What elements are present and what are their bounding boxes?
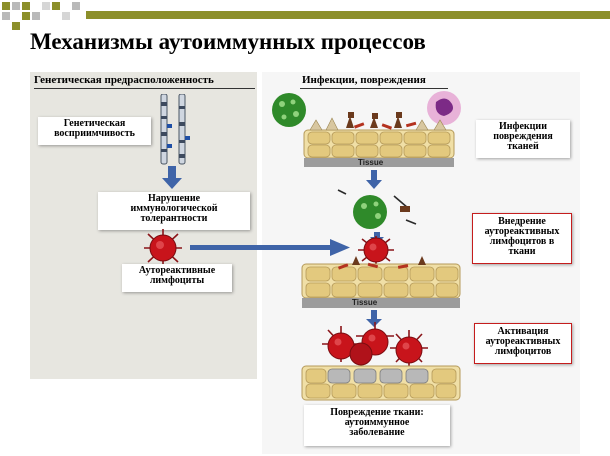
right-header-underline (300, 88, 448, 89)
box-line: аутореактивных (484, 226, 560, 237)
box-line: Инфекции (499, 121, 547, 132)
decor-square (12, 2, 20, 10)
decor-square (32, 12, 40, 20)
box-line: Нарушение (147, 193, 201, 204)
box-line: Генетическая (63, 118, 126, 129)
decor-square (22, 2, 30, 10)
decor-square (22, 12, 30, 20)
right-panel-header: Инфекции, повреждения (302, 74, 426, 86)
decor-square (42, 2, 50, 10)
autoreactive-lymphocytes-box: Аутореактивные лимфоциты (122, 264, 232, 292)
lymphocyte-infiltration-illustration (301, 236, 461, 308)
decor-square (12, 22, 20, 30)
box-line: Активация (497, 326, 549, 337)
decor-square (52, 2, 60, 10)
box-line: Внедрение (498, 216, 546, 227)
arrow-down-icon (366, 310, 382, 327)
arrow-down-icon (162, 166, 182, 189)
activated-lymphocytes-illustration (301, 322, 461, 401)
box-line: аутореактивных (485, 336, 561, 347)
autoreactive-lymphocyte-icon (144, 229, 182, 267)
box-line: тканей (507, 141, 539, 152)
decor-square (72, 2, 80, 10)
genetic-susceptibility-box: Генетическая восприимчивость (38, 117, 151, 145)
box-line: восприимчивость (54, 128, 135, 139)
box-line: повреждения (493, 131, 553, 142)
box-line: Аутореактивные (138, 265, 216, 276)
arrow-down-icon (366, 170, 382, 189)
activation-box: Активация аутореактивных лимфоцитов (474, 323, 572, 364)
decor-square (2, 12, 10, 20)
left-header-underline (34, 88, 255, 89)
decor-square (62, 12, 70, 20)
introduction-box: Внедрение аутореактивных лимфоцитов в тк… (472, 213, 572, 264)
box-line: ткани (508, 246, 536, 257)
box-line: лимфоцитов (494, 346, 552, 357)
infections-damage-box: Инфекции повреждения тканей (476, 120, 570, 158)
box-line: лимфоцитов в (489, 236, 555, 247)
box-line: Повреждение ткани: (330, 407, 424, 418)
arrow-right-icon (190, 239, 350, 256)
tolerance-disruption-box: Нарушение иммунологической толерантности (98, 192, 250, 230)
tissue-label: Tissue (358, 158, 384, 167)
tissue-label: Tissue (352, 298, 378, 307)
box-line: заболевание (349, 427, 405, 438)
box-line: лимфоциты (149, 275, 205, 286)
box-line: толерантности (140, 213, 208, 224)
decor-top-bar (86, 11, 610, 19)
antigen-presenting-cell-icon (337, 189, 417, 229)
chromosome-pair-icon (160, 94, 190, 165)
box-line: аутоиммунное (344, 417, 410, 428)
left-panel-header: Генетическая предрасположенность (34, 74, 214, 86)
infected-tissue-illustration (272, 91, 461, 167)
slide-title: Механизмы аутоиммунных процессов (30, 29, 426, 54)
box-line: иммунологической (130, 203, 218, 214)
decor-square (2, 2, 10, 10)
outcome-box: Повреждение ткани: аутоиммунное заболева… (304, 405, 450, 446)
